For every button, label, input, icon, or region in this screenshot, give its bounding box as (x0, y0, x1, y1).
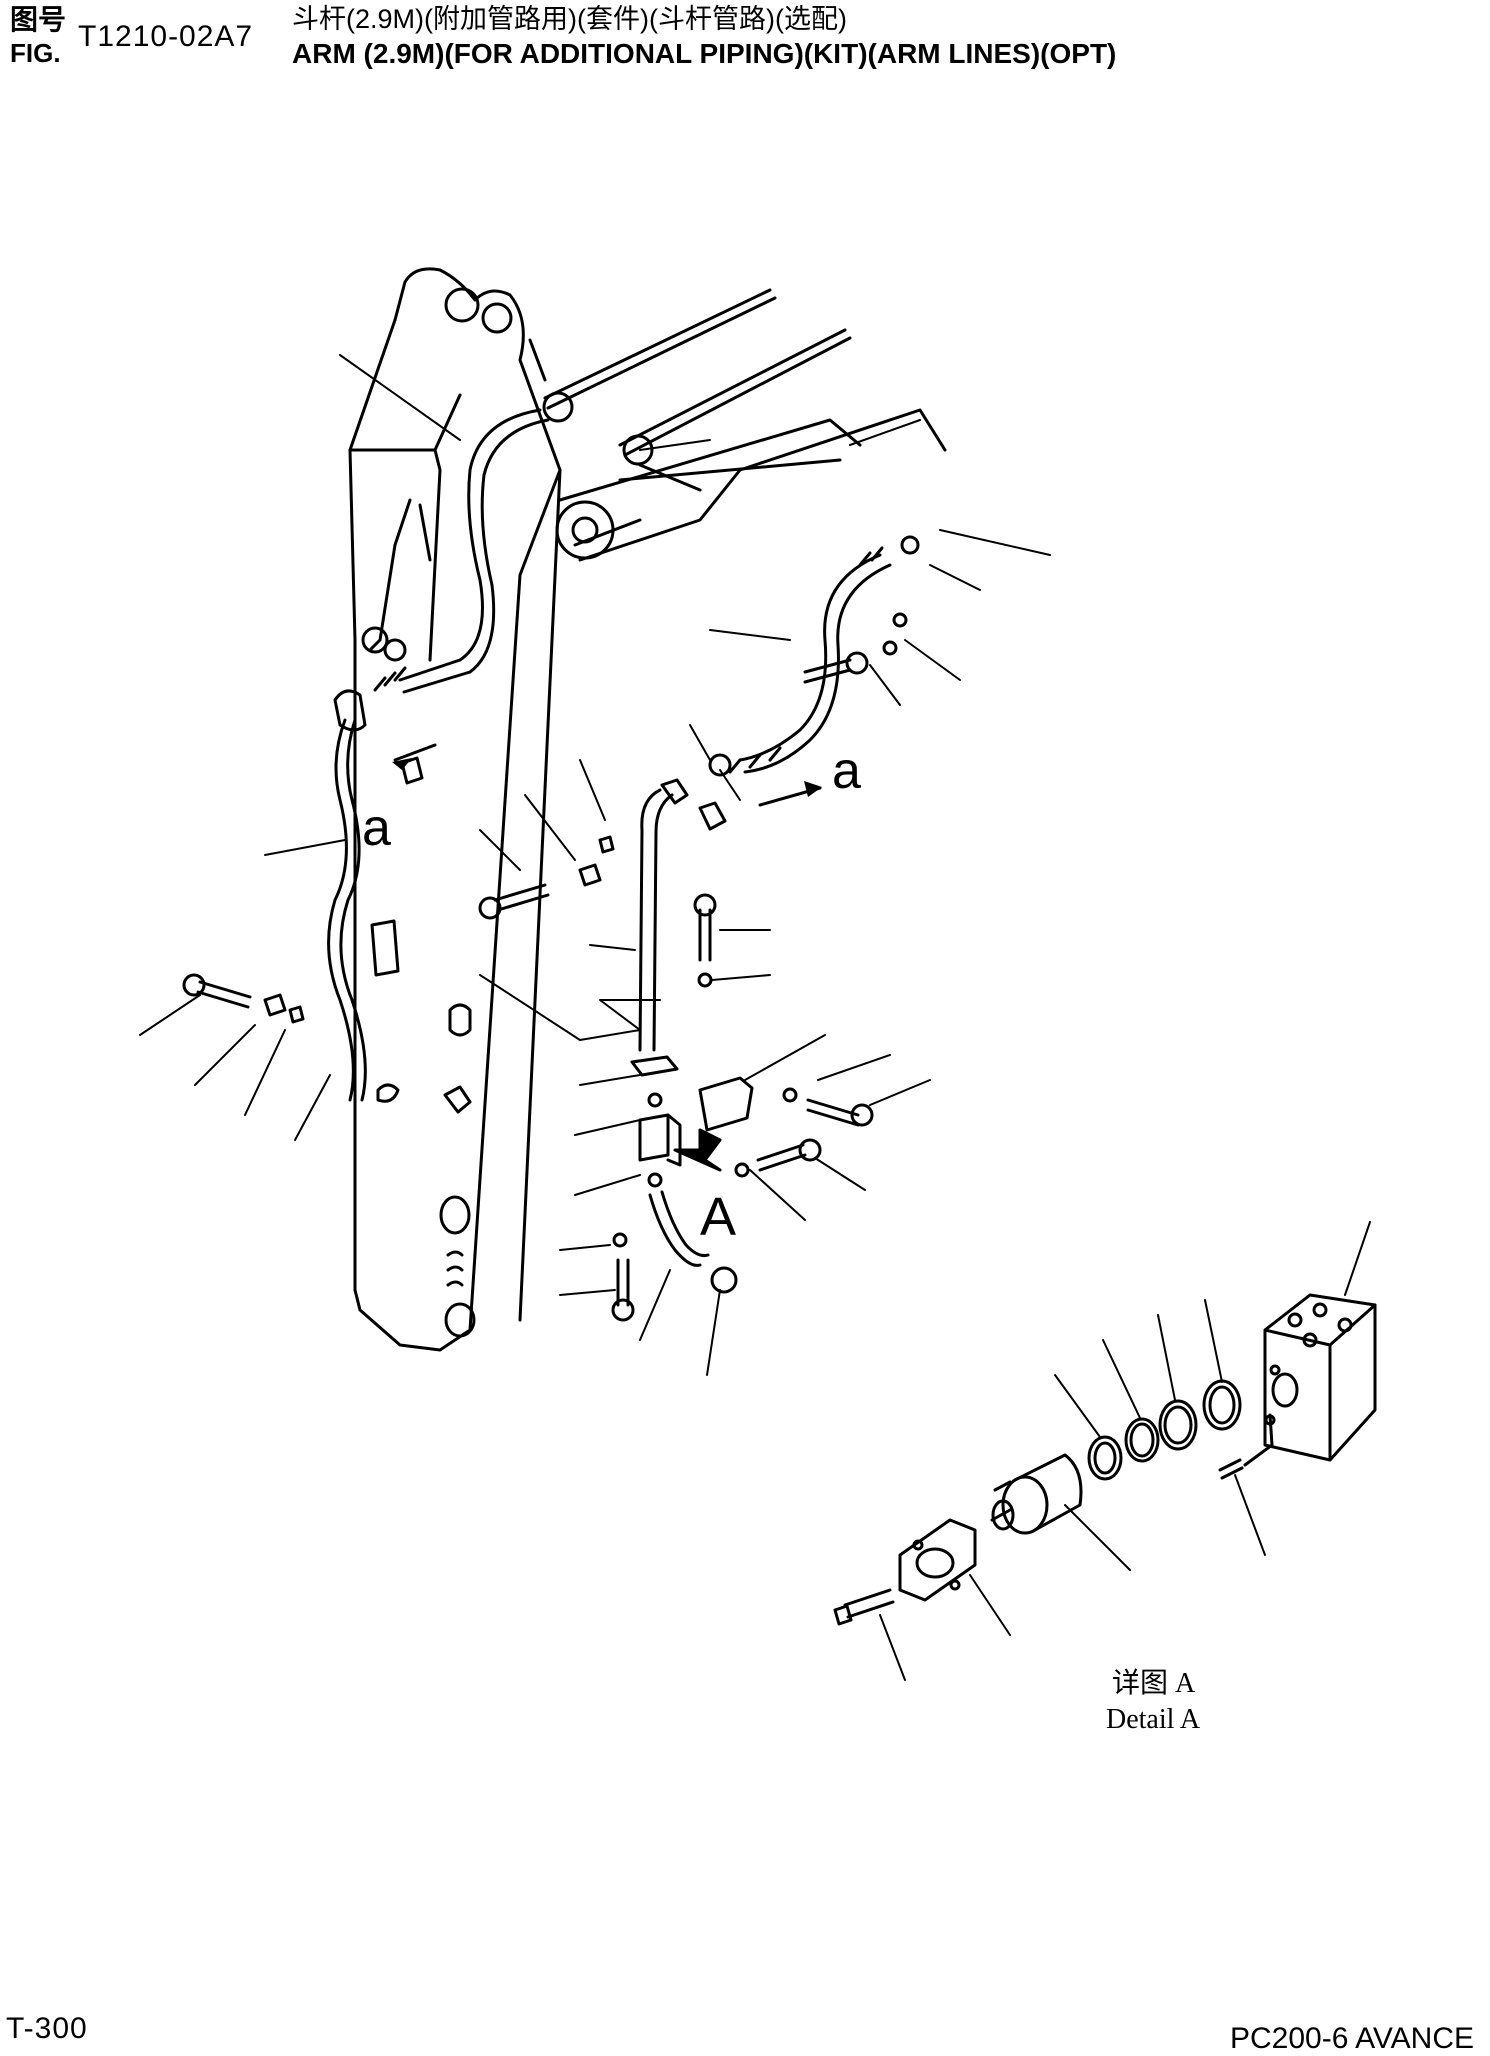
left-hose (327, 408, 550, 1102)
header-label-fig: FIG. (10, 38, 61, 68)
callout-a-left: a (362, 799, 391, 857)
page-number: T-300 (6, 2012, 88, 2045)
callout-arrow-left (393, 743, 437, 762)
title-chinese: 斗杆(2.9M)(附加管路用)(套件)(斗杆管路)(选配) (292, 4, 847, 34)
right-hose (708, 535, 920, 777)
machine-model: PC200-6 AVANCE (1230, 2022, 1474, 2055)
leader-lines (139, 354, 1051, 1376)
figure-number: T1210-02A7 (78, 20, 254, 53)
detail-caption-en: Detail A (1106, 1704, 1201, 1735)
center-pipe (638, 778, 727, 1052)
detail-a-view (833, 1221, 1377, 1681)
callout-a-right: a (832, 742, 861, 800)
detail-caption-cn: 详图 A (1112, 1667, 1196, 1699)
junction-block (630, 1055, 754, 1294)
arrow-head-left (392, 758, 412, 770)
arm-body (348, 267, 947, 1352)
arrow-head-right (804, 781, 822, 797)
title-english: ARM (2.9M)(FOR ADDITIONAL PIPING)(KIT)(A… (292, 38, 1117, 69)
callout-A: A (700, 1187, 736, 1247)
bolts-and-washers (182, 612, 908, 1322)
header-label-cn: 图号 (10, 4, 67, 35)
